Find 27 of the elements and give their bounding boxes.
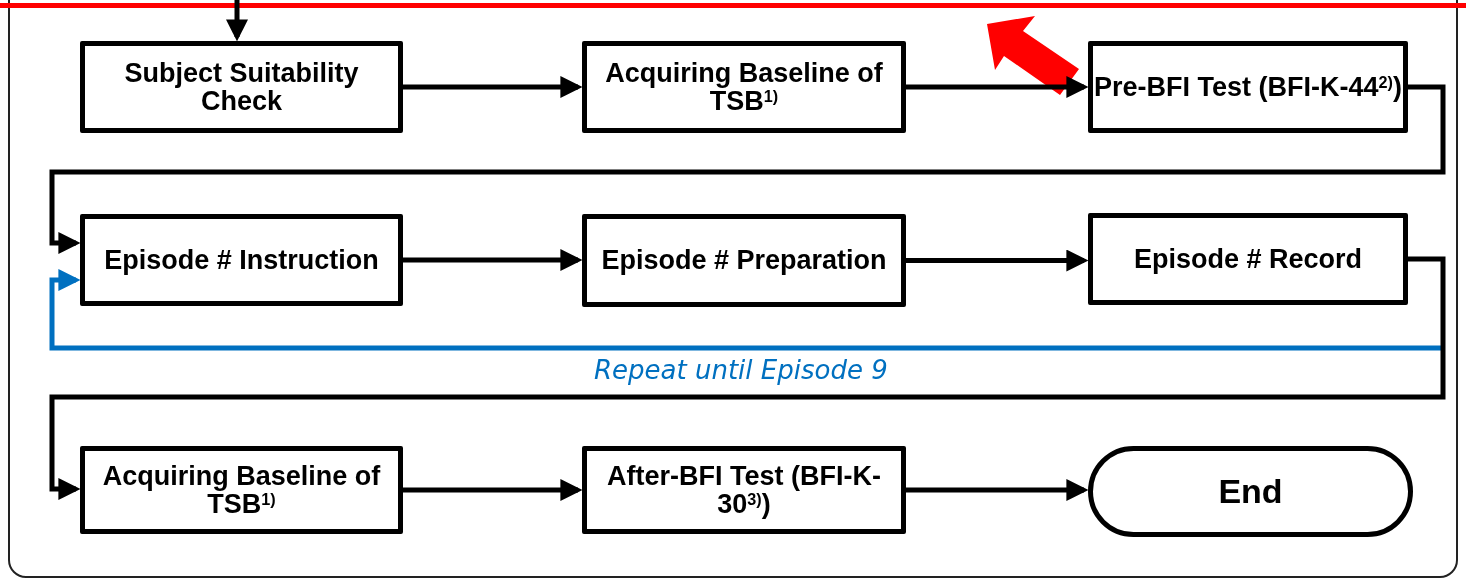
box-label: After-BFI Test (BFI-K-30$^{3)}$): [606, 461, 882, 519]
box-label: Episode # Record: [1133, 244, 1363, 274]
box-label: Acquiring Baseline of TSB$^{1)}$: [604, 58, 884, 116]
arrow: [49, 84, 1446, 254]
arrow: [49, 256, 1446, 500]
arrow: [906, 249, 1089, 272]
box-label: Pre-BFI Test (BFI-K-44$^{2)}$): [1094, 72, 1402, 102]
box-label: Subject Suitability Check: [123, 58, 360, 116]
box-label: Episode # Instruction: [104, 245, 379, 275]
arrow: [49, 269, 1443, 351]
box-label: Episode # Preparation: [601, 246, 887, 275]
process-box: [80, 41, 403, 133]
process-box: [582, 446, 906, 534]
process-box: [582, 214, 906, 307]
arrow: [906, 76, 1089, 98]
process-box: [1088, 213, 1408, 305]
arrow: [403, 76, 583, 98]
arrow: [403, 479, 583, 501]
box-label: End: [1218, 473, 1283, 510]
arrow: [906, 479, 1089, 501]
box-label: Acquiring Baseline of TSB$^{1)}$: [101, 461, 382, 519]
process-box: [582, 41, 906, 133]
arrow: [403, 249, 583, 271]
process-box: [80, 446, 403, 534]
process-box: [80, 214, 403, 306]
process-box: [1088, 41, 1408, 133]
arrow: [226, 0, 248, 42]
